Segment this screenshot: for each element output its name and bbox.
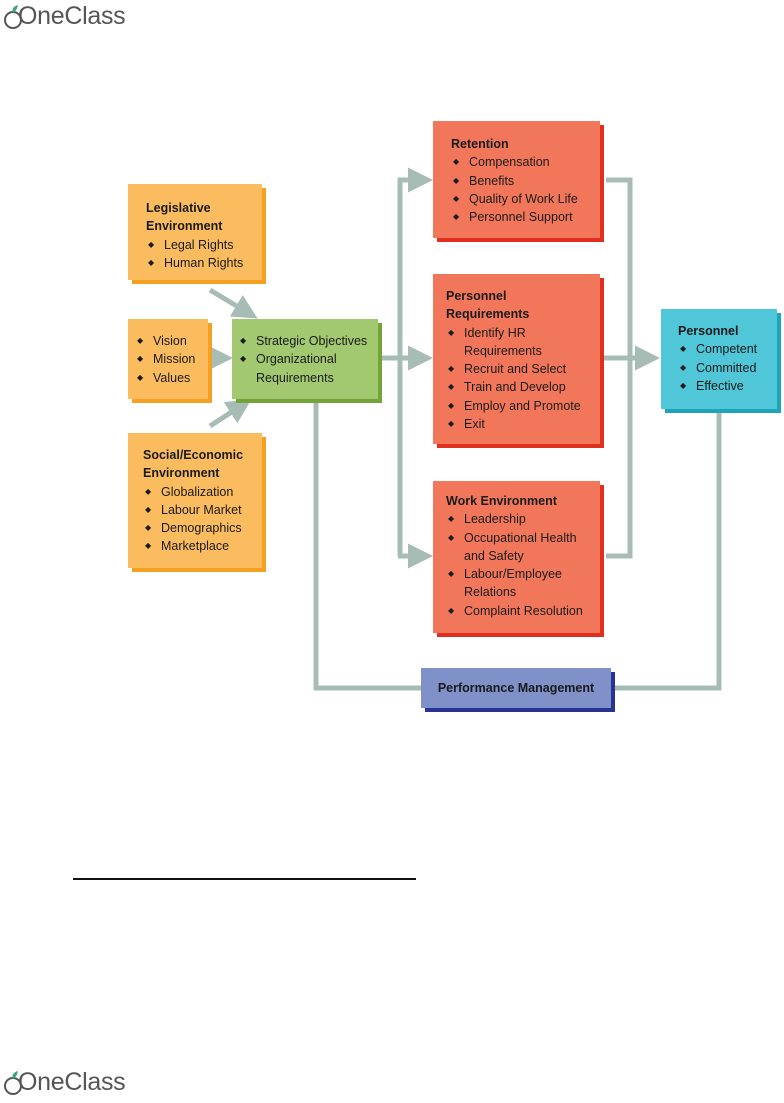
box-title: Social/Economic Environment [143,448,244,481]
personnel-requirements-box: Personnel Requirements Identify HR Requi… [433,274,600,444]
list-item: Leadership [446,510,596,529]
oneclass-logo-top: OneClass [2,2,126,31]
list-item: Values [135,369,202,388]
list-item: Human Rights [146,254,252,273]
item-list: Compensation Benefits Quality of Work Li… [451,153,594,226]
item-list: Legal Rights Human Rights [146,236,252,273]
list-item: Competent [678,340,773,359]
list-item: Marketplace [143,537,252,556]
list-item: Legal Rights [146,236,252,255]
list-item: Train and Develop [446,378,594,397]
list-item: Personnel Support [451,208,594,227]
item-list: Leadership Occupational Health and Safet… [446,510,596,620]
box-title: Performance Management [437,680,595,695]
divider-line [73,878,416,880]
list-item: Organizational Requirements [238,350,372,387]
logo-text: OneClass [18,1068,126,1096]
box-title: Legislative Environment [146,201,223,234]
list-item: Effective [678,377,773,396]
item-list: Competent Committed Effective [678,340,773,395]
arrow-social-strategic [208,399,252,429]
list-item: Demographics [143,519,252,538]
box-title: Retention [451,137,509,151]
list-item: Labour Market [143,501,252,520]
item-list: Globalization Labour Market Demographics… [143,483,252,556]
list-item: Identify HR Requirements [446,324,554,361]
list-item: Employ and Promote [446,397,594,416]
list-item: Labour/Employee Relations [446,565,584,602]
list-item: Benefits [451,172,594,191]
item-list: Strategic Objectives Organizational Requ… [238,332,372,387]
list-item: Exit [446,415,594,434]
list-item: Vision [135,332,202,351]
legislative-environment-box: Legislative Environment Legal Rights Hum… [128,184,262,280]
list-item: Complaint Resolution [446,602,596,621]
work-environment-box: Work Environment Leadership Occupational… [433,481,600,633]
list-item: Globalization [143,483,252,502]
list-item: Mission [135,350,202,369]
list-item: Strategic Objectives [238,332,372,351]
leaf-icon [2,1070,24,1096]
arrow-performance-strategic [303,374,421,691]
box-title: Work Environment [446,494,557,508]
logo-text: OneClass [18,2,126,30]
social-economic-environment-box: Social/Economic Environment Globalizatio… [128,433,262,568]
item-list: Vision Mission Values [135,332,202,387]
list-item: Committed [678,359,773,378]
box-title: Personnel [678,324,739,338]
vision-mission-values-box: Vision Mission Values [128,319,208,399]
list-item: Quality of Work Life [451,190,594,209]
item-list: Identify HR Requirements Recruit and Sel… [446,324,594,434]
box-title: Personnel Requirements [446,289,530,322]
personnel-box: Personnel Competent Committed Effective [661,309,777,409]
list-item: Recruit and Select [446,360,594,379]
list-item: Compensation [451,153,594,172]
strategic-objectives-box: Strategic Objectives Organizational Requ… [232,319,378,399]
arrow-legislative-strategic [208,287,258,319]
connector-workenv-right [606,358,633,559]
connector-retention-right [606,177,633,358]
leaf-icon [2,4,24,30]
connector-personnel-performance [615,413,722,691]
oneclass-logo-bottom: OneClass [2,1068,126,1097]
performance-management-box: Performance Management [421,668,611,708]
list-item: Occupational Health and Safety [446,529,589,566]
retention-box: Retention Compensation Benefits Quality … [433,121,600,238]
